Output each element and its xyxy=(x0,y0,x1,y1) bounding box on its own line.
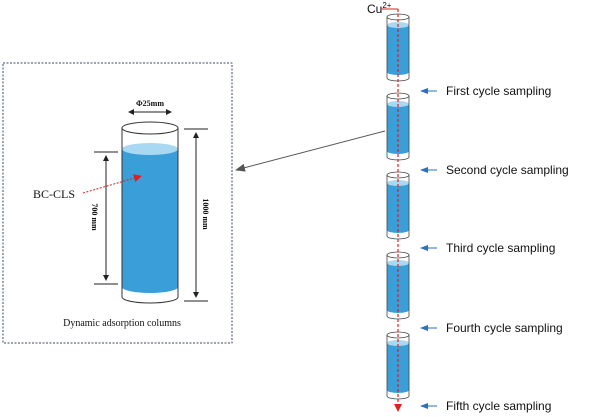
small-column xyxy=(386,92,410,161)
sampling-label: Fifth cycle sampling xyxy=(446,399,551,413)
small-column-base xyxy=(386,235,410,240)
sampling-label: Third cycle sampling xyxy=(446,241,555,255)
large-column-base xyxy=(121,296,179,304)
material-pointer-arrow xyxy=(82,174,142,194)
large-column xyxy=(121,121,179,304)
small-column-liquid xyxy=(387,104,409,151)
large-column-liquid-top xyxy=(122,143,178,155)
diameter-label: Φ25mm xyxy=(136,99,164,108)
small-column-liquid-top xyxy=(387,340,409,346)
material-label: BC-CLS xyxy=(33,187,75,201)
small-column-base xyxy=(386,315,410,320)
sampling-label: Fourth cycle sampling xyxy=(446,321,563,335)
small-column-base xyxy=(386,395,410,400)
column-height-label: 1000 mm xyxy=(201,198,210,230)
small-column-liquid xyxy=(387,25,409,72)
small-column-liquid-top xyxy=(387,180,409,186)
liquid-height-label: 700 mm xyxy=(90,203,99,231)
large-column-liquid-bottom xyxy=(122,281,178,293)
sampling-label: Second cycle sampling xyxy=(446,163,569,177)
small-column-liquid-top xyxy=(387,260,409,266)
detail-box xyxy=(2,62,233,344)
detail-caption: Dynamic adsorption columns xyxy=(63,318,181,329)
large-column-liquid xyxy=(122,149,178,287)
large-column-rim xyxy=(121,121,179,135)
sampling-label: First cycle sampling xyxy=(446,84,551,98)
ion-label: Cu2+ xyxy=(367,1,392,16)
zoom-connector-arrow xyxy=(235,130,386,172)
